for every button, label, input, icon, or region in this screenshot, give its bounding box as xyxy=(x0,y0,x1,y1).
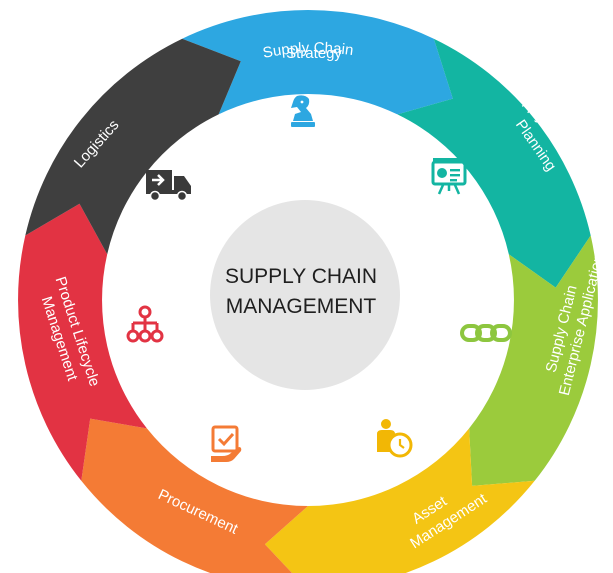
segment-enterprise xyxy=(469,235,598,486)
person-clock-icon xyxy=(377,419,413,458)
cycle-ring xyxy=(18,9,598,573)
hierarchy-icon xyxy=(126,305,164,343)
center-title-line1: SUPPLY CHAIN xyxy=(225,265,377,288)
segment-strategy xyxy=(182,9,453,115)
segment-logistics xyxy=(25,38,241,255)
segment-planning xyxy=(397,38,591,288)
chess-knight-icon xyxy=(291,95,315,127)
delivery-truck-icon xyxy=(146,170,191,202)
segment-procurement xyxy=(81,418,308,573)
checklist-hand-icon xyxy=(211,425,242,462)
label-strategy-line1: Supply Chain xyxy=(261,40,354,62)
center-circle xyxy=(210,200,400,390)
segment-asset xyxy=(264,428,535,573)
label-strategy-line2: Strategy xyxy=(286,45,342,62)
segment-lifecycle xyxy=(18,203,147,481)
presentation-board-icon xyxy=(431,158,467,195)
center-title-line2: MANAGEMENT xyxy=(226,295,377,318)
chain-link-icon xyxy=(460,324,512,342)
